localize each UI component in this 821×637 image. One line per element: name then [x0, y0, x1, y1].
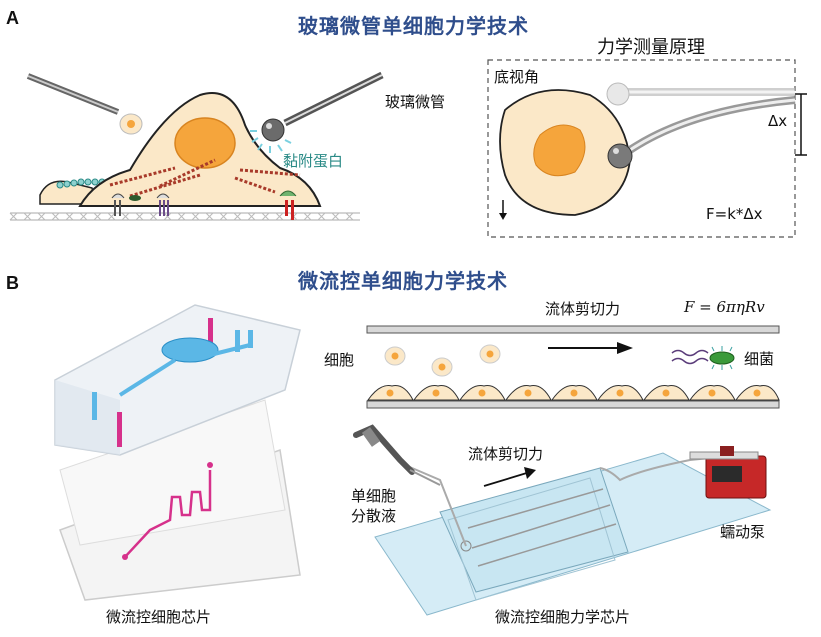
syringe-pump-icon	[689, 446, 767, 499]
panel-b-letter: B	[6, 273, 19, 293]
bacterium-icon	[671, 346, 735, 370]
inset-pipette-deflected	[627, 96, 796, 154]
bottom-view-label: 底视角	[494, 68, 540, 86]
suspended-cells	[384, 344, 501, 377]
panel-a-letter: A	[6, 8, 19, 28]
microfluidic-mechanics-chip	[374, 452, 772, 616]
panel-a-title: 玻璃微管单细胞力学技术	[298, 14, 529, 38]
delta-x-label: Δx	[768, 112, 788, 130]
pipette-label: 玻璃微管	[385, 93, 446, 111]
cell-chip-caption: 微流控细胞芯片	[106, 608, 212, 626]
stokes-formula: F = 6πηRv	[684, 298, 765, 316]
cells-label: 细胞	[324, 351, 355, 369]
panel-b-title: 微流控单细胞力学技术	[298, 269, 508, 293]
delta-x-bracket	[795, 93, 807, 156]
mechanics-chip-caption: 微流控细胞力学芯片	[495, 608, 631, 626]
adhesion-protein-label: 黏附蛋白	[283, 152, 344, 170]
cell-nucleus	[174, 117, 236, 169]
inset-title: 力学测量原理	[597, 37, 705, 58]
pump-label: 蠕动泵	[720, 523, 766, 541]
channel-walls	[366, 325, 780, 409]
force-formula: F=k*Δx	[706, 205, 763, 223]
bacteria-label: 细菌	[744, 350, 775, 368]
chip-flow-arrow-icon	[483, 467, 536, 487]
actin-fibers	[109, 158, 301, 198]
shear-force-label-top: 流体剪切力	[545, 300, 621, 318]
suspension-label: 单细胞 分散液	[351, 487, 397, 525]
shear-force-label-chip: 流体剪切力	[468, 445, 544, 463]
adherent-cell-row	[367, 385, 780, 401]
microfluidic-cell-chip	[54, 304, 301, 601]
glass-pipette-left	[26, 73, 120, 115]
membrane-receptors	[111, 190, 297, 220]
inset-nucleus	[533, 124, 586, 177]
glass-pipette-right	[283, 71, 384, 127]
down-arrow-icon	[499, 200, 507, 220]
inset-bead-initial	[606, 82, 630, 106]
micropipette-icon	[353, 424, 441, 486]
adhesion-rays	[250, 130, 292, 153]
flow-arrow-icon	[548, 342, 633, 354]
